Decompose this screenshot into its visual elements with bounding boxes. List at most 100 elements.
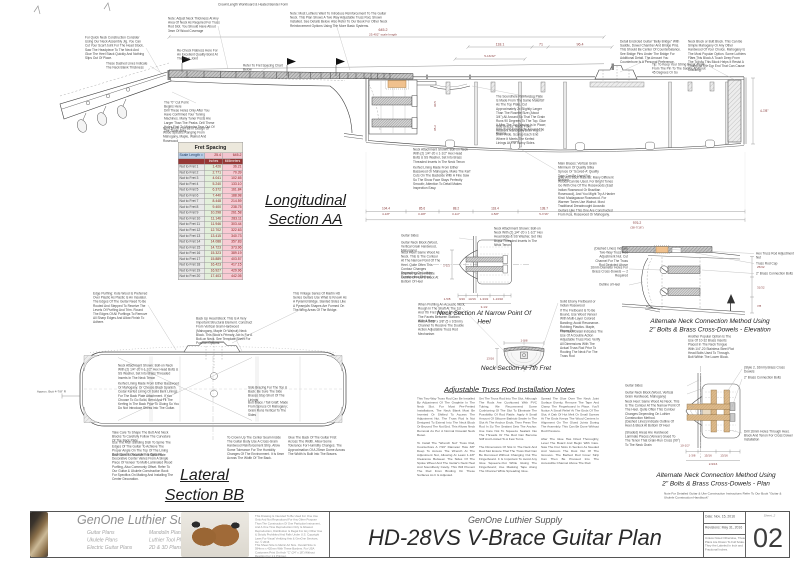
alt-connection-plan-drawing (685, 366, 743, 461)
svg-text:3-1/2: 3-1/2 (481, 305, 488, 309)
fret-table-row: Nut to Fret 10 11.146 283.11 (178, 215, 243, 223)
svg-text:138.7: 138.7 (540, 207, 548, 211)
fine-print-3: This Sheet Size Is Metric A2 Size. Overa… (255, 544, 316, 558)
annotation-note: Solid Ebony Fretboard or Indian Rosewood (560, 300, 596, 308)
title-block-divider (329, 512, 330, 557)
svg-text:9/16: 9/16 (459, 297, 465, 301)
company-name: GenOne Luthier Supply (467, 515, 563, 525)
annotation-note: (Shaded) Areas Are Hardwood Laminate Pie… (625, 431, 680, 447)
neck-profile (170, 80, 353, 134)
date-field: Date: Nov. 15, 2016 (705, 515, 735, 519)
dim-top-1: 71 (539, 42, 543, 46)
label-neck-7th: Neck Section At 7th Fret (480, 364, 552, 372)
annotation-note: The Soundhole Reinforcing Plate Is Made … (496, 95, 546, 136)
annotation-note: Neck Attachment Shown: Bolt-on Neck With… (118, 364, 179, 380)
annotation-note: Side And Back Material: Many Different W… (558, 176, 616, 217)
annotation-note: Kerfed Lining Made From Either Basswood … (118, 382, 179, 411)
neck-joint-photo (30, 512, 48, 557)
fret-table-row: Nut to Fret 14 14.088 357.83 (178, 239, 243, 246)
annotation-note: Guitar Neck Block (Wood, Vertical Grain … (401, 241, 438, 253)
annotation-note: (Dashed Lines) Indicate Outline Of Heel … (625, 420, 675, 428)
annotation-note: Butt Brace / Tail Graft: Made From Spruc… (248, 401, 289, 417)
annotation-note: If The Fretboard Is To Be Bound, Use Woo… (560, 309, 600, 333)
svg-text:2-9/16: 2-9/16 (709, 462, 718, 466)
svg-text:4-1/8": 4-1/8" (382, 212, 390, 216)
dim-seventh-depth: 13/16 (486, 357, 494, 361)
svg-text:118.4: 118.4 (491, 207, 499, 211)
fine-print-2: Reproduction, Distribution Is Illegal Fo… (255, 530, 323, 544)
annotation-note: Glue The Back Of The Guitar First Across… (288, 436, 346, 456)
dimension-lines (167, 35, 755, 222)
fret-table-row: Nut to Fret 9 10.298 261.58 (178, 210, 243, 217)
back-braces (445, 139, 715, 151)
fret-table-row: Nut to Fret 20 17.403 442.05 (178, 273, 243, 280)
annotation-note: Edge Purfling: Kote Wood Is Preferred Ov… (93, 292, 148, 325)
svg-text:1-1/2: 1-1/2 (443, 264, 450, 268)
annotation-note: Neck Block Can Be In Design Of Wood Spec… (163, 127, 210, 143)
annotation-note: Guitar Sides (625, 384, 643, 388)
pyramid-bridge (183, 341, 241, 368)
fret-table-title: Fret Spacing (178, 141, 243, 154)
dim-body-depth: 4-7/8" (760, 109, 768, 113)
leader-lines (145, 23, 736, 353)
annotation-note: The "0" Cut Point Begins Here (164, 101, 189, 109)
annotation-note: 2" Brass Connection Bolts (756, 272, 794, 276)
lateral-section-drawing (61, 304, 347, 440)
svg-text:10-1/2°: 10-1/2° (680, 444, 691, 448)
svg-text:90.5: 90.5 (433, 101, 437, 107)
revisions-field: Revisions: May 31, 2016 (705, 526, 743, 530)
dim-scale-mm: 645.2 (379, 28, 388, 32)
brand-categories-col1: Guitar Plans Ukulele Plans Electric Guit… (87, 530, 133, 551)
annotation-note: To Crown Up The Center Seam Inside The G… (227, 436, 285, 460)
annotation-note: Back Center Decoration Is Optional. Deco… (112, 453, 174, 482)
dim-scale-in: 25.402" scale length (369, 33, 397, 37)
side-braces (474, 81, 729, 149)
dim-top-2: 96.4 (577, 42, 584, 46)
annotation-note: Main Braces: Vertical Grain Minimum Of Q… (558, 162, 599, 182)
dim-top-sub: 5-13/32" (484, 54, 496, 58)
svg-text:13/16: 13/16 (468, 297, 476, 301)
annotation-note: Truss Rod Cap (756, 262, 778, 266)
annotation-note: Drill 16mm Holes Through Heel, Block And… (744, 430, 793, 442)
annotation-note: 16mm Diameter Holes For Brass Cross-Dowe… (590, 266, 628, 278)
annotation-note: Neck Attachment Shown: Bolt-on Neck With… (494, 227, 543, 247)
annotation-note: Refer To Fret Spacing Chart Below (243, 64, 283, 72)
fret-table-row: Nut to Fret 1 1.426 36.21 (178, 164, 243, 171)
fret-table-row: Nut to Fret 11 11.946 303.44 (178, 221, 243, 228)
headstock (59, 62, 172, 133)
svg-text:1-13/32: 1-13/32 (493, 297, 504, 301)
dim-top-0: 118.1 (496, 42, 505, 46)
fret-table-row: Nut to Fret 7 8.448 214.59 (178, 198, 243, 205)
annotation-note: Crown/Length Workboard & Heated Bender F… (218, 3, 289, 7)
svg-text:3-3/8": 3-3/8" (418, 212, 426, 216)
body-outline (365, 76, 747, 153)
svg-text:4-5/8": 4-5/8" (491, 212, 499, 216)
fret-table-row: Nut to Fret 18 16.423 417.15 (178, 262, 243, 269)
label-neck-narrow: Neck Section At Narrow Point Of Heel (436, 309, 532, 325)
brass-cross-dowel (710, 389, 717, 433)
annotation-note: Kerfed Lining Made From Either Basswood … (413, 166, 471, 190)
title-block-divider (703, 512, 704, 557)
svg-text:7/8: 7/8 (757, 304, 762, 308)
neck-section-7th-drawing (495, 340, 545, 372)
svg-text:95.2: 95.2 (433, 125, 437, 131)
plan-title: HD-28VS V-Brace Guitar Plan (368, 525, 662, 550)
fretboard (168, 70, 414, 80)
fret-table-row: Nut to Fret 15 14.723 373.96 (178, 244, 243, 252)
svg-text:104.4: 104.4 (382, 207, 390, 211)
title-block-divider (745, 512, 746, 557)
brass-cross-dowel (723, 389, 730, 433)
annotation-note: Guitar Neck Block (Wood, Vertical Grain … (625, 391, 674, 399)
dim-overall-in: (38-7/16") (630, 226, 643, 230)
alt-connection-elevation-drawing (621, 245, 755, 315)
dimension-labels: 645.2 25.402" scale length 118.1 71 96.4… (369, 28, 768, 466)
title-block: GenOne Luthier Supplies Guitar Plans Uku… (30, 511, 790, 558)
sheet-number: 02 (752, 522, 784, 553)
label-truss-notes-title: Adjustable Truss Rod Installation Notes (444, 385, 575, 395)
svg-text:15/16: 15/16 (704, 454, 712, 458)
annotation-note: Outline of Heel (598, 283, 620, 287)
